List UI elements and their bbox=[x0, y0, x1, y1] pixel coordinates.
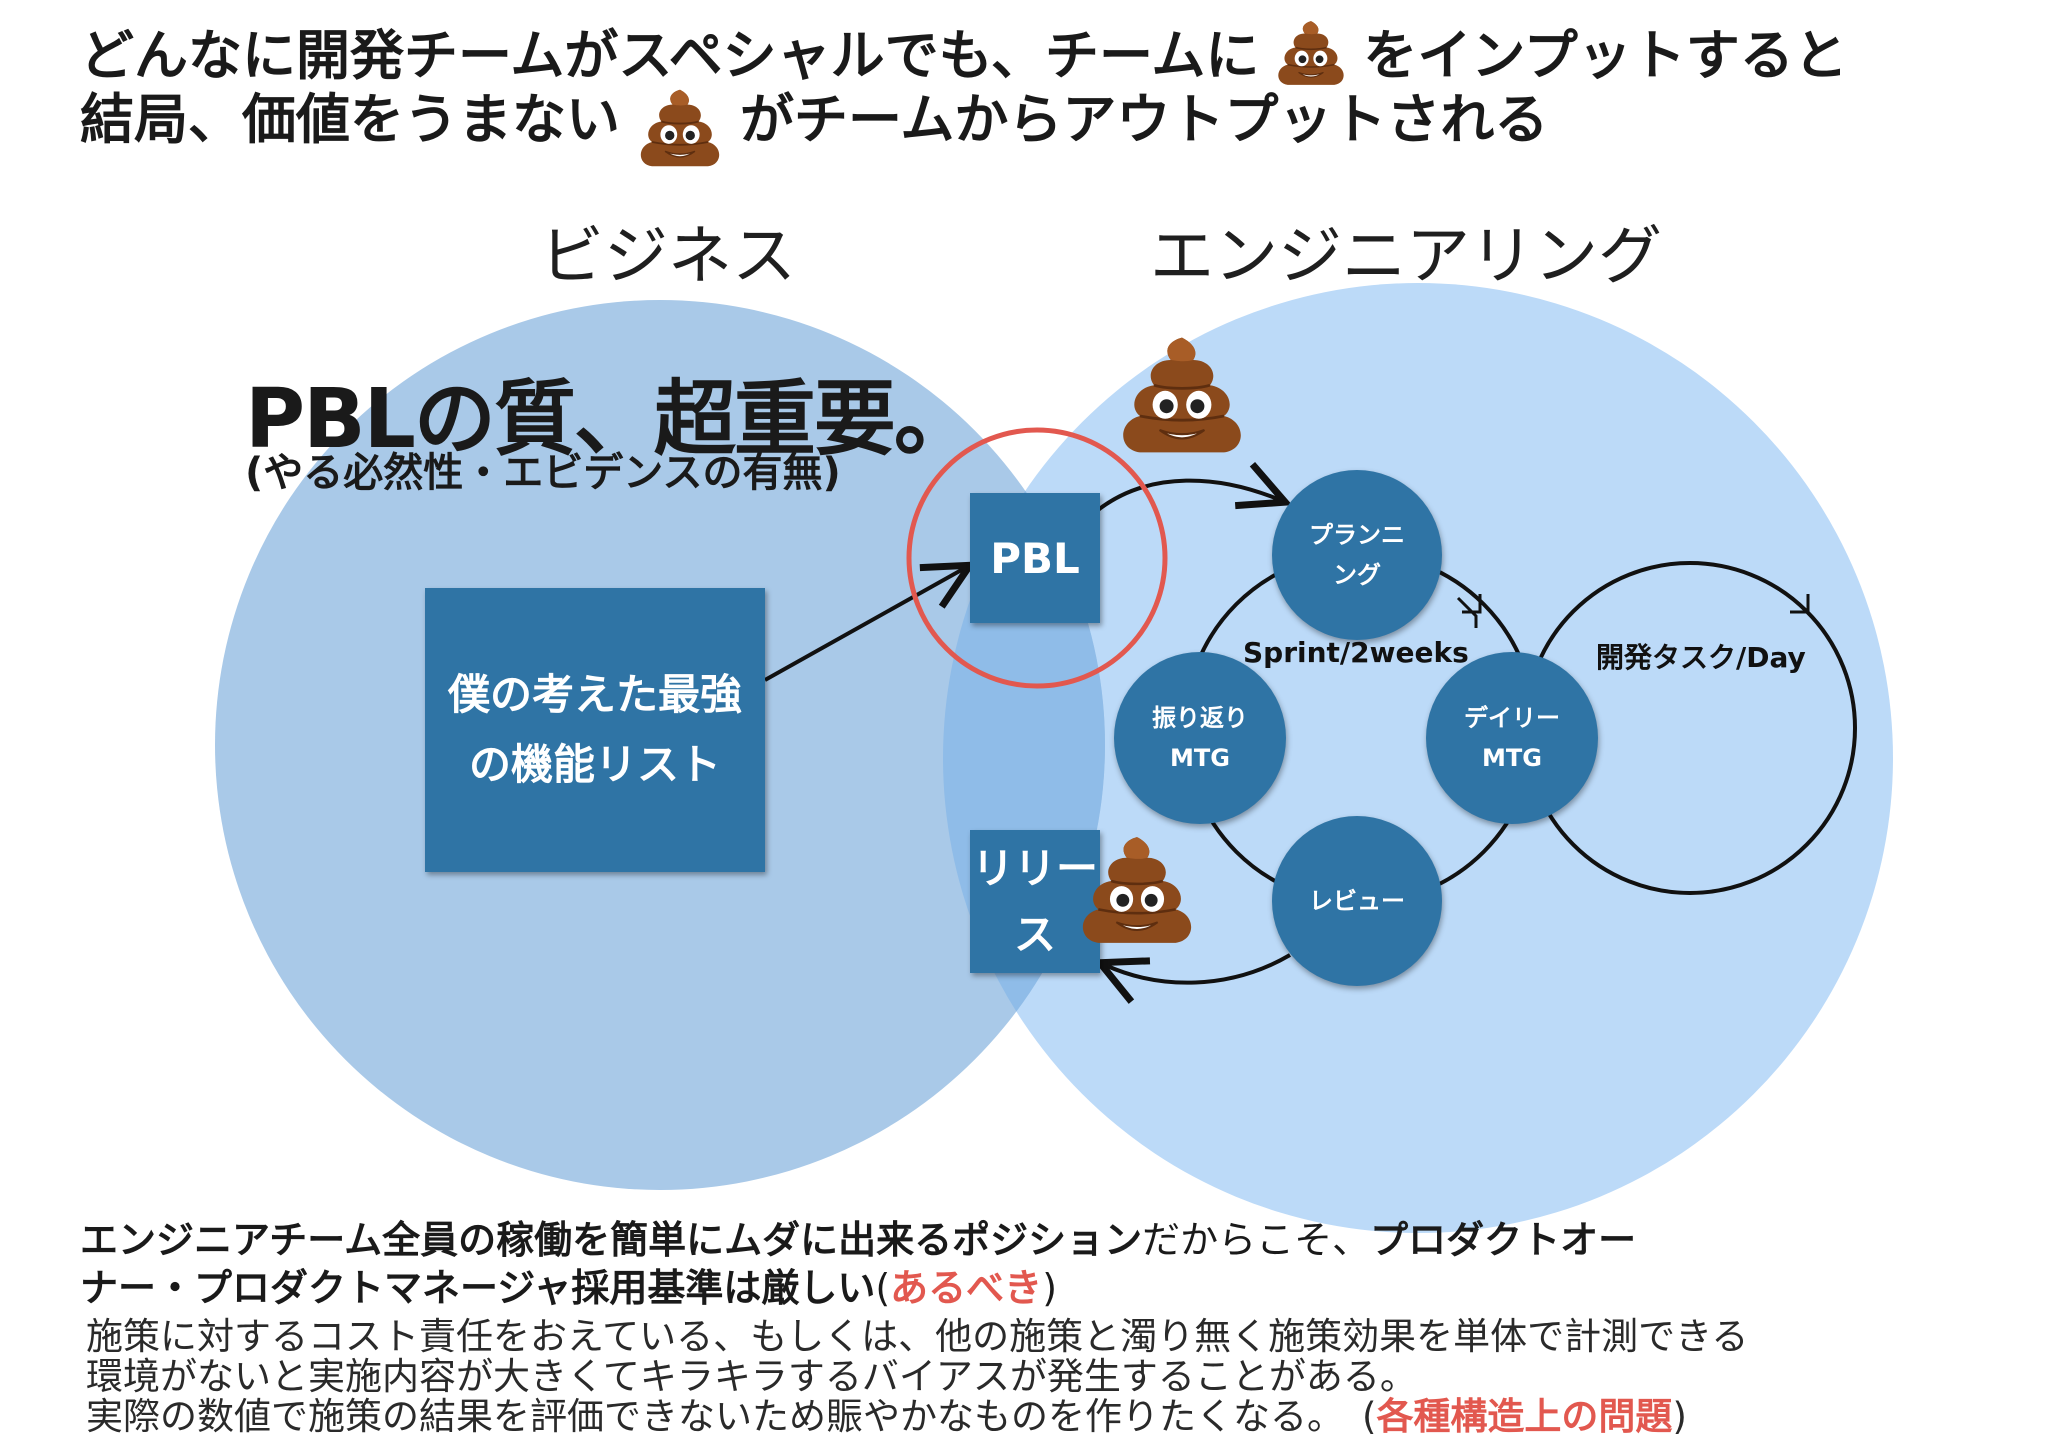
bottom-line-5-paren-close: ) bbox=[1672, 1395, 1687, 1438]
engineering-label: エンジニアリング bbox=[1150, 220, 1662, 294]
feature-list-line-1: 僕の考えた最強 bbox=[447, 670, 742, 719]
release-line-2: ス bbox=[1013, 909, 1056, 959]
bottom-line-1-bold-2: プロダクトオー bbox=[1370, 1218, 1637, 1262]
retrospective-node: 振り返り MTG bbox=[1114, 652, 1286, 824]
bottom-line-1-bold: エンジニアチーム全員の稼働を簡単にムダに出来るポジション bbox=[80, 1218, 1143, 1262]
poop-emoji-icon bbox=[1112, 332, 1252, 458]
release-box: リリー ス bbox=[970, 830, 1100, 973]
headline-line-2-part-2: がチームからアウトプットされる bbox=[740, 88, 1549, 151]
headline-line-1-part-2: をインプットすると bbox=[1363, 24, 1848, 87]
daily-meeting-line-2: MTG bbox=[1482, 744, 1542, 772]
headline-line-2-part-1: 結局、価値をうまない bbox=[80, 88, 620, 151]
dev-task-label: 開発タスク/Day bbox=[1596, 641, 1806, 674]
bottom-line-2-red: あるべき bbox=[890, 1266, 1043, 1310]
bottom-line-1: エンジニアチーム全員の稼働を簡単にムダに出来るポジションだからこそ、プロダクトオ… bbox=[80, 1218, 1636, 1262]
pbl-quality-subtitle: (やる必然性・エビデンスの有無) bbox=[245, 450, 841, 496]
bottom-line-3: 施策に対するコスト責任をおえている、もしくは、他の施策と濁り無く施策効果を単体で… bbox=[86, 1315, 1749, 1358]
review-to-release-arrow bbox=[1105, 953, 1292, 983]
bottom-line-2-paren-open: ( bbox=[875, 1266, 891, 1310]
bottom-line-5-red: 各種構造上の問題 bbox=[1376, 1395, 1673, 1438]
pbl-box: PBL bbox=[970, 493, 1100, 623]
bottom-line-4: 環境がないと実施内容が大きくてキラキラするバイアスが発生することがある。 bbox=[86, 1355, 1417, 1398]
retrospective-line-2: MTG bbox=[1170, 744, 1230, 772]
sprint-loop-arrow-mark-icon bbox=[1462, 594, 1482, 614]
planning-line-1: プランニ bbox=[1309, 521, 1405, 549]
planning-line-2: ング bbox=[1333, 561, 1381, 589]
pbl-label: PBL bbox=[990, 533, 1080, 583]
pbl-quality-title: PBLの質、超重要。 bbox=[245, 372, 976, 467]
bottom-line-5-text: 実際の数値で施策の結果を評価できないため賑やかなものを作りたくなる。 bbox=[86, 1395, 1344, 1438]
daily-meeting-line-1: デイリー bbox=[1464, 704, 1560, 732]
headline-line-2: 結局、価値をうまない がチームからアウトプットされる bbox=[80, 86, 1548, 170]
release-line-1: リリー bbox=[971, 843, 1098, 893]
feature-list-box: 僕の考えた最強 の機能リスト bbox=[425, 588, 765, 872]
review-node: レビュー bbox=[1272, 816, 1442, 986]
pbl-highlight-ring bbox=[906, 427, 1168, 689]
engineering-circle bbox=[943, 283, 1893, 1233]
feature-list-to-pbl-arrow bbox=[764, 568, 965, 682]
planning-node: プランニ ング bbox=[1272, 470, 1442, 640]
retrospective-line-1: 振り返り bbox=[1152, 704, 1248, 732]
sprint-label: Sprint/2weeks bbox=[1243, 636, 1469, 669]
headline-line-1-part-1: どんなに開発チームがスペシャルでも、チームに bbox=[80, 24, 1260, 87]
bottom-line-2-bold: ナー・プロダクトマネージャ採用基準は厳しい bbox=[80, 1266, 876, 1310]
bottom-line-1-normal: だからこそ、 bbox=[1142, 1218, 1371, 1262]
daily-meeting-node: デイリー MTG bbox=[1426, 652, 1598, 824]
pbl-to-planning-arrow bbox=[1096, 481, 1280, 512]
business-label: ビジネス bbox=[540, 220, 796, 294]
bottom-line-2-paren-close: ) bbox=[1042, 1266, 1058, 1310]
bottom-line-2: ナー・プロダクトマネージャ採用基準は厳しい(あるべき) bbox=[80, 1266, 1057, 1310]
bottom-line-5: 実際の数値で施策の結果を評価できないため賑やかなものを作りたくなる。 (各種構造上… bbox=[86, 1397, 1687, 1437]
sprint-loop-arrow-icon bbox=[1456, 596, 1478, 628]
feature-list-line-2: の機能リスト bbox=[468, 740, 721, 789]
headline-line-1: どんなに開発チームがスペシャルでも、チームに をインプットすると bbox=[80, 18, 1848, 88]
task-loop-arrow-mark-icon bbox=[1790, 594, 1810, 614]
bottom-line-5-paren-open: ( bbox=[1362, 1395, 1377, 1438]
poop-emoji-icon bbox=[1072, 832, 1202, 948]
review-label: レビュー bbox=[1309, 887, 1405, 915]
